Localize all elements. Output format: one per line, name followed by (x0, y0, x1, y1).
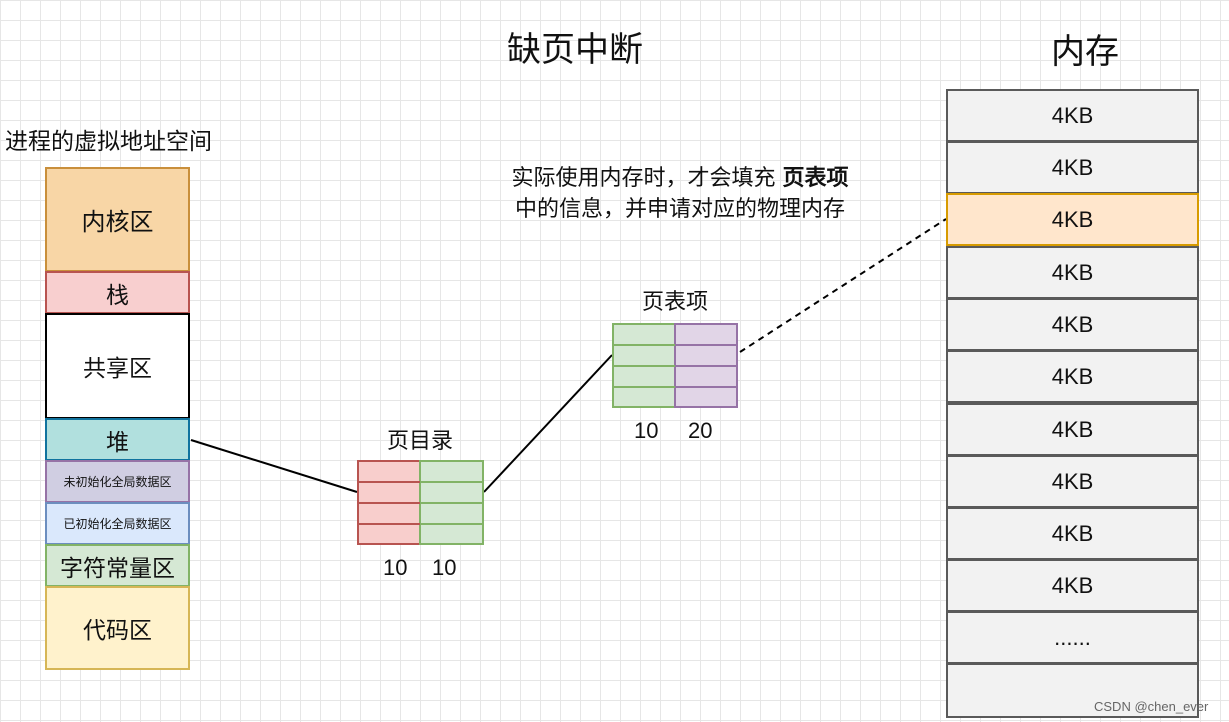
segment-data: 已初始化全局数据区 (45, 502, 190, 545)
segment-heap: 堆 (45, 418, 190, 461)
page-table-entry-label: 页表项 (641, 290, 708, 315)
table-row-line (612, 386, 676, 388)
memory-cell-highlighted: 4KB (946, 193, 1199, 246)
memory-cell: 4KB (946, 89, 1199, 142)
segment-shared: 共享区 (45, 313, 190, 419)
heap-to-directory-line (190, 439, 358, 493)
memory-cell-label: 4KB (1051, 154, 1094, 180)
memory-cell: 4KB (946, 559, 1199, 612)
main-title: 缺页中断 (507, 30, 643, 70)
memory-cell: 4KB (946, 350, 1199, 403)
memory-cell (946, 663, 1199, 718)
memory-cell-label: 4KB (1051, 311, 1094, 337)
note-text: 实际使用内存时，才会填充 (511, 166, 783, 191)
table-row-line (675, 344, 738, 346)
note-bold-text: 页表项 (782, 166, 849, 191)
memory-cell: 4KB (946, 141, 1199, 194)
memory-cell-label: 4KB (1051, 520, 1094, 546)
segment-label: 共享区 (83, 356, 152, 382)
memory-cell-label: 4KB (1051, 102, 1094, 128)
table-bits-left: 10 (634, 418, 659, 443)
directory-bits-left: 10 (383, 555, 408, 580)
memory-cell: 4KB (946, 246, 1199, 299)
page-directory-label: 页目录 (386, 429, 453, 454)
memory-cell: 4KB (946, 455, 1199, 508)
memory-cell: 4KB (946, 298, 1199, 351)
page-fault-note: 实际使用内存时，才会填充 页表项 中的信息，并申请对应的物理内存 (440, 163, 920, 225)
memory-cell-label: 4KB (1051, 206, 1094, 232)
page-table (612, 323, 738, 408)
memory-cell-label: 4KB (1051, 468, 1094, 494)
memory-cell-label: 4KB (1051, 259, 1094, 285)
segment-label: 堆 (106, 429, 129, 456)
table-row-line (612, 344, 676, 346)
directory-row-line (357, 481, 421, 483)
segment-label: 栈 (106, 282, 129, 309)
memory-title: 内存 (1051, 32, 1119, 72)
segment-label: 已初始化全局数据区 (63, 517, 172, 531)
segment-bss: 未初始化全局数据区 (45, 460, 190, 503)
note-line-2: 中的信息，并申请对应的物理内存 (514, 197, 845, 222)
segment-kernel: 内核区 (45, 167, 190, 272)
segment-label: 未初始化全局数据区 (63, 475, 172, 489)
table-to-memory-line (739, 218, 947, 353)
memory-cell: 4KB (946, 403, 1199, 456)
directory-to-table-line (483, 354, 613, 493)
memory-cell-label: 4KB (1051, 572, 1094, 598)
table-bits-right: 20 (688, 418, 713, 443)
segment-stack: 栈 (45, 271, 190, 314)
watermark: CSDN @chen_ever (1094, 699, 1209, 714)
memory-cell: 4KB (946, 507, 1199, 560)
segment-label: 内核区 (81, 208, 154, 236)
table-row-line (612, 365, 676, 367)
table-row-line (675, 365, 738, 367)
memory-cell-label: ...... (1054, 624, 1091, 650)
segment-label: 字符常量区 (60, 555, 175, 582)
page-directory-table (357, 460, 484, 545)
segment-code: 代码区 (45, 586, 190, 670)
directory-row-line (357, 502, 421, 504)
table-row-line (675, 386, 738, 388)
note-line-1: 实际使用内存时，才会填充 页表项 (440, 163, 920, 194)
directory-row-line (420, 523, 484, 525)
address-space-caption: 进程的虚拟地址空间 (5, 129, 212, 155)
segment-label: 代码区 (83, 618, 152, 644)
directory-row-line (357, 523, 421, 525)
directory-row-line (420, 502, 484, 504)
memory-cell-label: 4KB (1051, 363, 1094, 389)
segment-rodata: 字符常量区 (45, 544, 190, 587)
memory-cell-label: 4KB (1051, 416, 1094, 442)
directory-row-line (420, 481, 484, 483)
directory-bits-right: 10 (432, 555, 457, 580)
memory-cell: ...... (946, 611, 1199, 664)
